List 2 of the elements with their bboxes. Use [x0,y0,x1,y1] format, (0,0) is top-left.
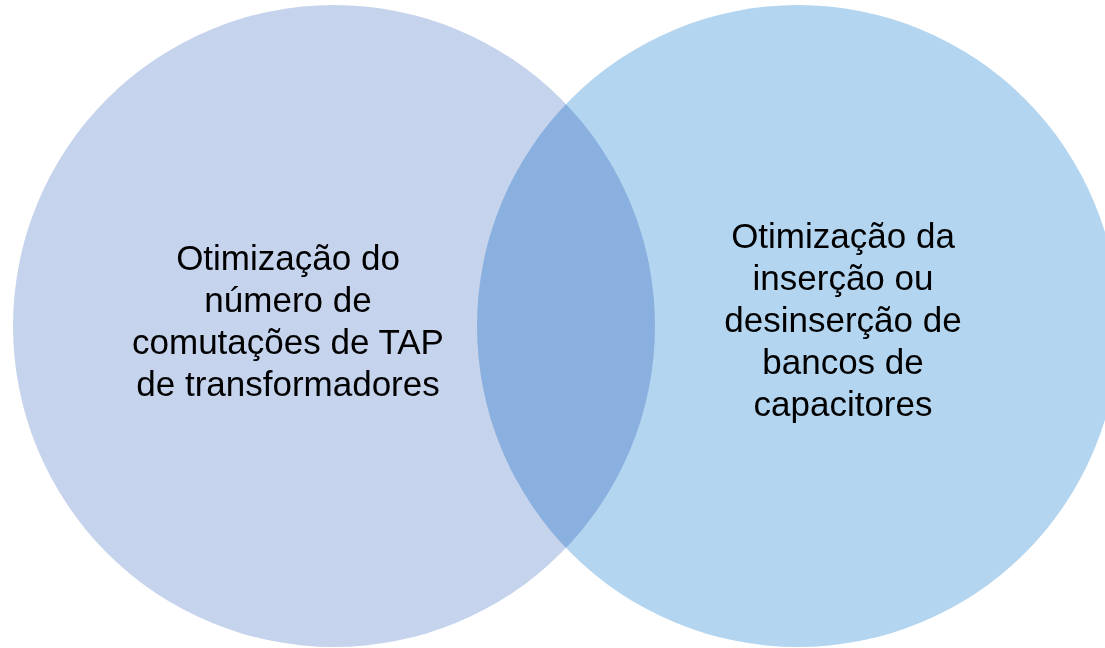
circle-label: Otimização do número de comutações de TAP de transformadores [131,237,445,405]
circle-label: Otimização da inserção ou desinserção de bancos de capacitores [723,215,963,425]
